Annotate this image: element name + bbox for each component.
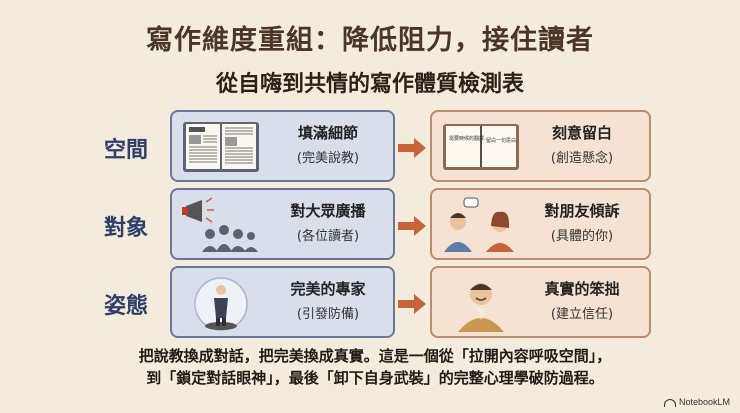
megaphone-crowd-icon	[182, 197, 258, 252]
open-notebook-icon: 需要時候的翻譯… 留白一句思白	[443, 124, 519, 170]
card-sub-text: (引發防備)	[296, 307, 360, 322]
card-sub-text: (具體的你)	[550, 229, 614, 244]
smiling-person-icon	[458, 283, 504, 332]
card-main-text: 對大眾廣播	[290, 202, 366, 220]
footer-line-2: 到「鎖定對話眼神」，最後「卸下自身武裝」的完整心理學破防過程。	[146, 369, 604, 387]
page-subtitle: 從自嗨到共情的寫作體質檢測表	[215, 72, 524, 97]
dense-book-icon	[183, 122, 259, 172]
card-main-text: 刻意留白	[551, 124, 612, 142]
arrow-right-icon	[398, 138, 426, 158]
row-label-stance: 姿態	[103, 294, 148, 319]
expert-in-bubble-icon	[194, 277, 248, 331]
row-label-space: 空間	[103, 138, 148, 163]
notebook-note-left: 需要時候的翻譯…	[449, 135, 489, 142]
two-friends-talking-icon	[444, 197, 514, 252]
card-sub-text: (創造懸念)	[550, 151, 614, 166]
card-sub-text: (各位讀者)	[296, 229, 360, 244]
notebook-note-right: 留白一句思白	[486, 137, 516, 144]
card-genuine-clumsiness: 真實的笨拙 (建立信任)	[430, 266, 651, 338]
card-confide-friend: 對朋友傾訴 (具體的你)	[430, 188, 651, 260]
card-main-text: 對朋友傾訴	[544, 202, 620, 220]
card-main-text: 完美的專家	[290, 280, 366, 298]
card-sub-text: (完美說教)	[296, 151, 360, 166]
notebooklm-logo-icon	[663, 398, 676, 407]
card-sub-text: (建立信任)	[550, 307, 614, 322]
card-main-text: 填滿細節	[297, 124, 358, 142]
card-deliberate-space: 需要時候的翻譯… 留白一句思白 刻意留白 (創造懸念)	[430, 110, 651, 182]
page-title: 寫作維度重組：降低阻力，接住讀者	[146, 25, 594, 56]
brand-watermark: NotebookLM	[663, 397, 730, 407]
brand-name: NotebookLM	[678, 397, 730, 407]
footer-summary: 把說教換成對話，把完美換成真實。這是一個從「拉開內容呼吸空間」， 到「鎖定對話眼…	[60, 345, 690, 389]
card-fill-details: 填滿細節 (完美說教)	[170, 110, 395, 182]
row-label-audience: 對象	[103, 216, 148, 241]
card-main-text: 真實的笨拙	[544, 280, 620, 298]
card-perfect-expert: 完美的專家 (引發防備)	[170, 266, 395, 338]
footer-line-1: 把說教換成對話，把完美換成真實。這是一個從「拉開內容呼吸空間」，	[138, 347, 612, 365]
card-broadcast: 對大眾廣播 (各位讀者)	[170, 188, 395, 260]
arrow-right-icon	[398, 216, 426, 236]
arrow-right-icon	[398, 294, 426, 314]
